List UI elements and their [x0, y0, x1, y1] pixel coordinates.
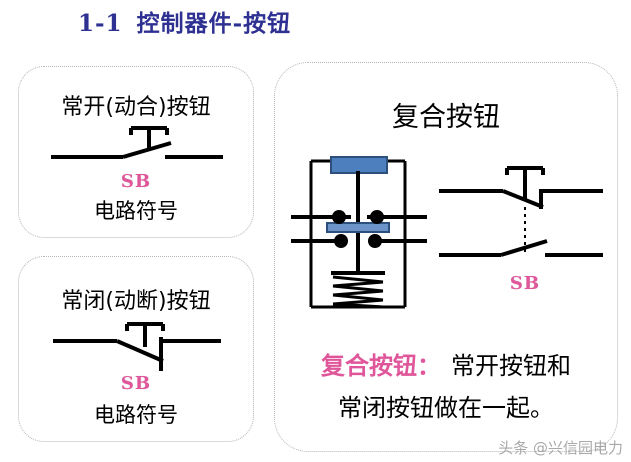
- normally-closed-pushbutton-symbol: [51, 319, 223, 377]
- compound-pushbutton-construction-diagram: [289, 155, 429, 319]
- panel-normally-open-button: 常开(动合)按钮 SB 电路符号: [18, 66, 254, 238]
- compound-note-line-2: 常闭按钮做在一起。: [338, 394, 554, 422]
- compound-note-key: 复合按钮：: [321, 352, 441, 380]
- compound-note-line-1: 复合按钮： 常开按钮和: [275, 346, 617, 381]
- compound-device-label: SB: [509, 273, 541, 294]
- panel-normally-closed-button: 常闭(动断)按钮 SB 电路符号: [18, 256, 254, 442]
- normally-open-heading: 常开(动合)按钮: [61, 95, 211, 120]
- normally-closed-heading: 常闭(动断)按钮: [61, 289, 211, 314]
- normally-open-pushbutton-symbol: [49, 121, 225, 173]
- compound-note-value-line1: 常开按钮和: [451, 352, 571, 380]
- normally-open-device-label: SB: [120, 171, 152, 192]
- normally-closed-device-label: SB: [120, 373, 152, 394]
- watermark: 头条 @兴信园电力: [498, 439, 623, 457]
- page-title-number: 1-1: [78, 10, 123, 37]
- compound-pushbutton-circuit-symbol: [435, 159, 615, 273]
- normally-open-caption: 电路符号: [94, 199, 178, 223]
- page-title: 1-1 控制器件-按钮: [78, 4, 291, 38]
- normally-closed-caption: 电路符号: [94, 403, 178, 427]
- panel-compound-button: 复合按钮: [274, 62, 618, 452]
- compound-heading: 复合按钮: [392, 102, 500, 133]
- page-title-text: 控制器件-按钮: [136, 10, 292, 37]
